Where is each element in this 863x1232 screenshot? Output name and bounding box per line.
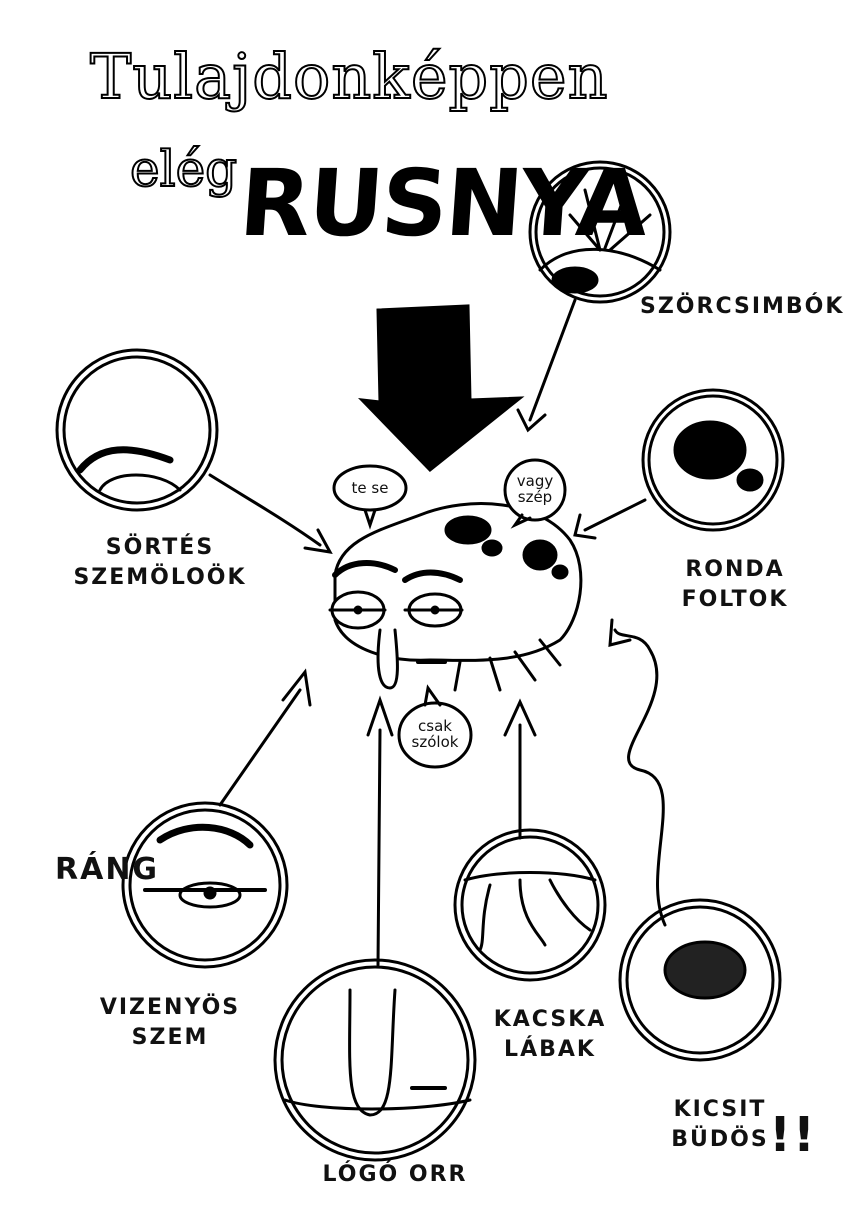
bubble-vagy-szep: vagy szép — [508, 473, 562, 505]
bubble-line: csak — [418, 717, 452, 735]
label-line: KACSKA — [493, 1007, 607, 1032]
bubble-line: szép — [517, 488, 553, 506]
label-smelly: KICSIT BÜDÖS — [660, 1095, 780, 1155]
label-line: SÖRTÉS — [105, 535, 215, 560]
creature-head — [328, 502, 583, 692]
title-emphasis: RUSNYA — [236, 150, 650, 257]
label-droopy-nose: LÓGÓ ORR — [322, 1162, 468, 1187]
circle-crooked-legs — [453, 828, 607, 982]
speech-bubble-bottom — [397, 701, 473, 769]
speech-bubble-left — [332, 464, 408, 512]
label-line: LÁBAK — [504, 1037, 596, 1062]
label-exclamation: !! — [769, 1107, 817, 1163]
label-line: RONDA — [685, 557, 785, 582]
bubble-line: vagy — [516, 472, 554, 490]
label-watery-eye: VIZENYÖS SZEM — [95, 993, 245, 1053]
title-line-1: Tulajdonképpen — [89, 39, 609, 114]
label-line: SZEM — [131, 1025, 209, 1050]
speech-bubble-right — [503, 458, 567, 522]
bubble-line: szólok — [411, 733, 459, 751]
bubble-csak-szolok: csak szólok — [403, 718, 467, 750]
title-line-2: elég — [129, 139, 238, 199]
bubble-te-se: te se — [351, 479, 389, 497]
label-line: KICSIT — [673, 1097, 767, 1122]
circle-droopy-nose — [273, 958, 477, 1162]
pointer-arrows — [208, 298, 667, 967]
label-hair-tufts: SZÖRCSIMBÓK — [640, 294, 845, 319]
label-line: VIZENYÖS — [99, 995, 241, 1020]
circle-hair-tufts — [528, 160, 672, 304]
circle-bristly-brows — [55, 348, 219, 512]
label-twitch: RÁNG — [55, 852, 160, 887]
label-line: BÜDÖS — [671, 1127, 769, 1152]
label-line: FOLTOK — [681, 587, 789, 612]
label-line: SZEMÖLOÖK — [73, 565, 247, 590]
down-arrow — [358, 304, 525, 473]
label-crooked-legs: KACSKA LÁBAK — [480, 1005, 620, 1065]
label-bristly-brows: SÖRTÉS SZEMÖLOÖK — [70, 533, 250, 593]
label-ugly-spots: RONDA FOLTOK — [660, 555, 810, 615]
